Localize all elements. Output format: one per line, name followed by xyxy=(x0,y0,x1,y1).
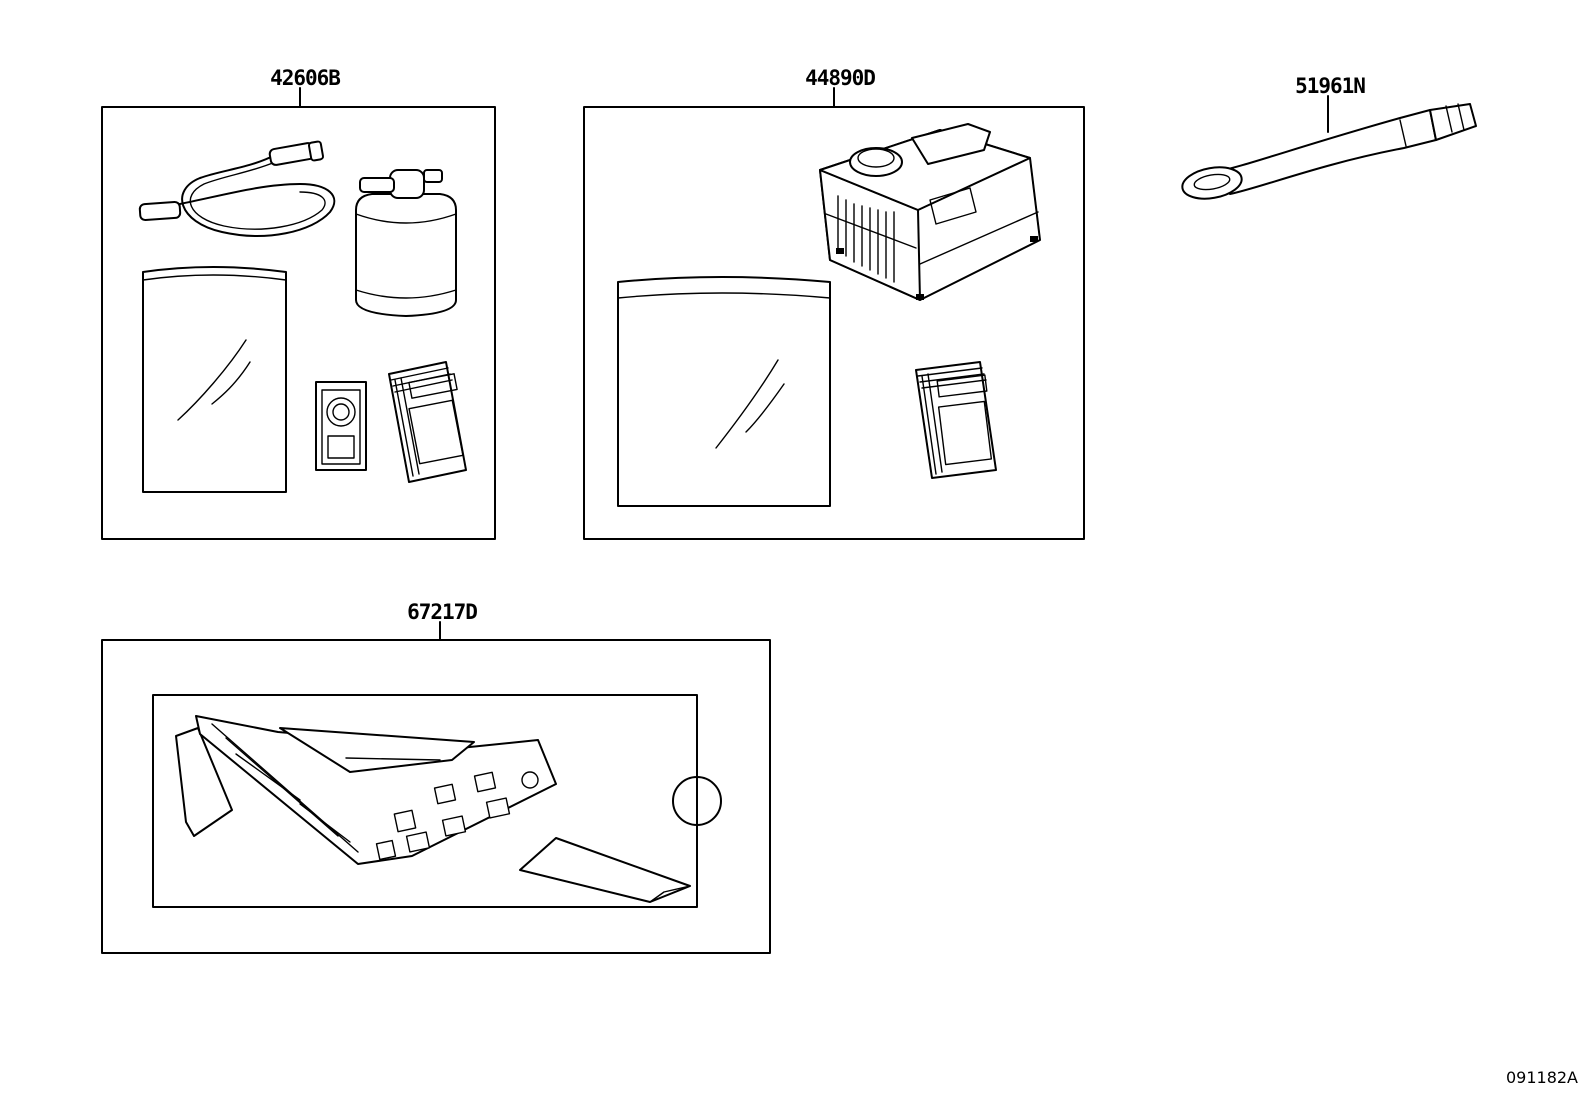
group-frame-42606B xyxy=(101,106,496,540)
part-number-44890D[interactable]: 44890D xyxy=(805,66,876,90)
group-frame-44890D xyxy=(583,106,1085,540)
part-number-42606B[interactable]: 42606B xyxy=(270,66,341,90)
label-windows xyxy=(375,771,511,861)
diagram-id-code: 091182A xyxy=(1505,1068,1578,1087)
compressor-icon xyxy=(819,123,1041,301)
group-67217D xyxy=(101,621,771,954)
plastic-bag-icon xyxy=(142,266,287,493)
jack-handle-icon xyxy=(1181,103,1477,200)
group-frame-67217D xyxy=(101,639,771,954)
plastic-bag-icon xyxy=(617,276,831,507)
warning-label-tray-icon xyxy=(175,715,557,865)
part-number-51961N[interactable]: 51961N xyxy=(1295,74,1366,98)
group-44890D xyxy=(583,87,1085,540)
folded-card-icon xyxy=(519,837,691,903)
kit-inner-frame xyxy=(152,694,698,908)
group-51961N xyxy=(1181,95,1477,200)
manual-booklet-icon xyxy=(388,361,467,483)
hose-icon xyxy=(138,140,336,237)
group-42606B xyxy=(101,87,496,540)
part-number-67217D[interactable]: 67217D xyxy=(407,600,478,624)
sticker-icon xyxy=(315,381,367,471)
manual-booklet-icon xyxy=(915,361,997,479)
seal-circle xyxy=(672,776,722,826)
sealant-bottle-icon xyxy=(355,169,457,317)
